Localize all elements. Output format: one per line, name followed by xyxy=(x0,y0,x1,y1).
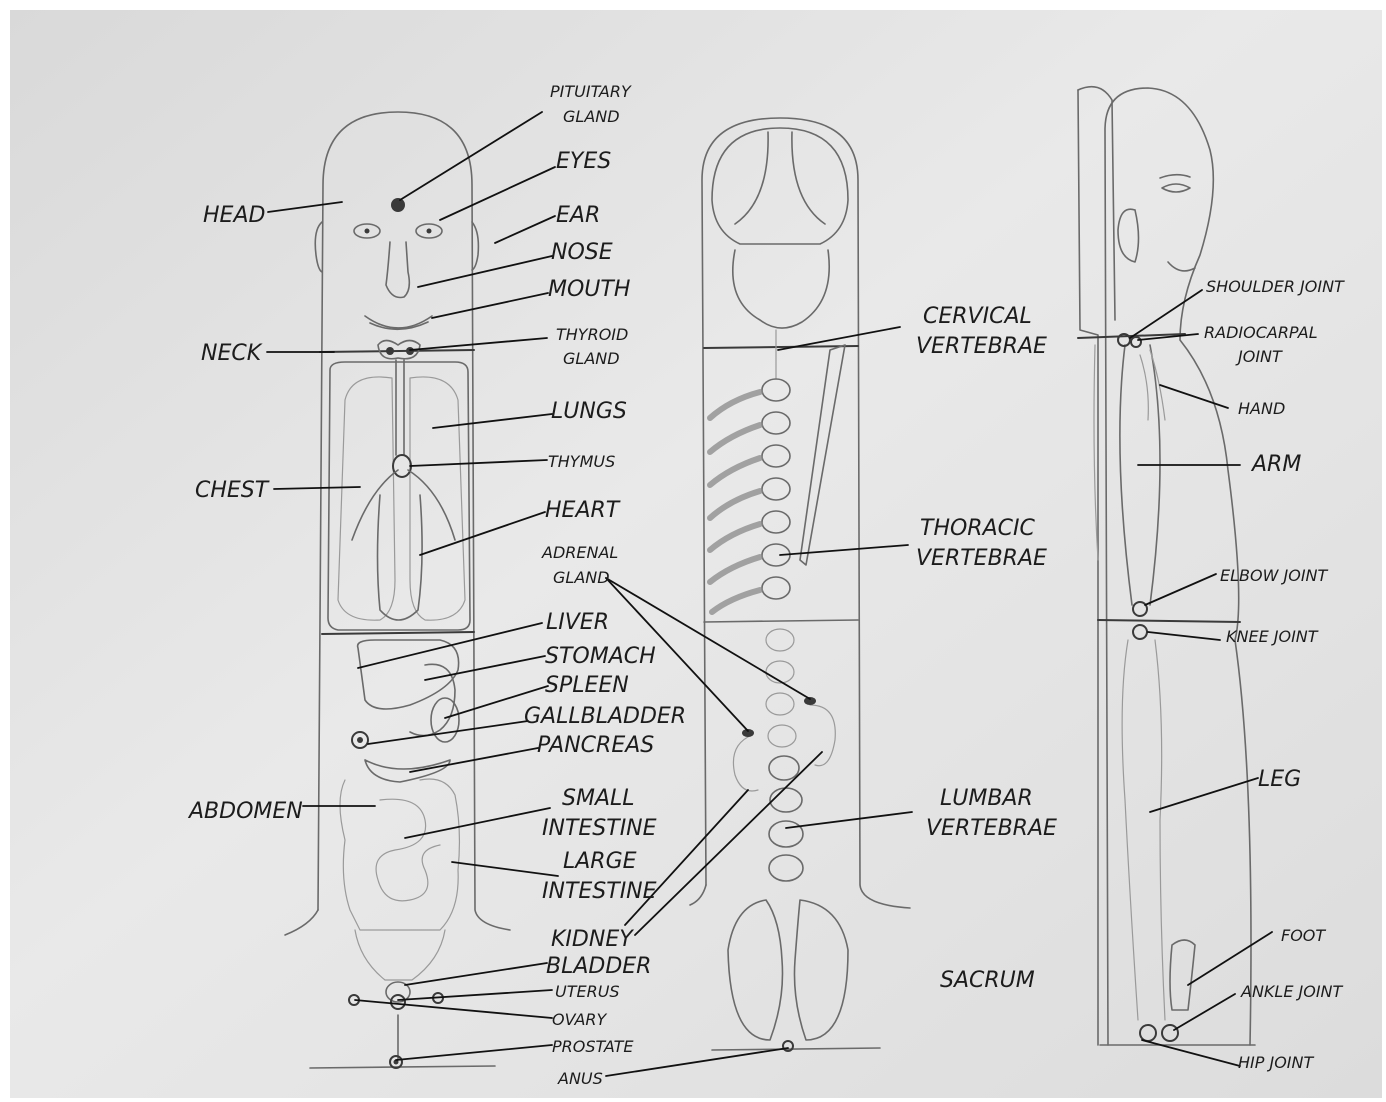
label-stomach: STOMACH xyxy=(545,644,656,669)
label-spleen: SPLEEN xyxy=(545,673,629,698)
label-arm: ARM xyxy=(1250,452,1301,477)
label-prostate: PROSTATE xyxy=(552,1037,634,1056)
label-adrenal-line1: ADRENAL xyxy=(541,543,618,562)
label-small-intestine-line2: INTESTINE xyxy=(542,816,657,841)
label-thoracic-line1: THORACIC xyxy=(920,516,1035,541)
label-eyes: EYES xyxy=(556,149,611,174)
label-nose: NOSE xyxy=(551,240,613,265)
label-kidney: KIDNEY xyxy=(551,927,634,952)
label-large-intestine-line1: LARGE xyxy=(563,849,637,874)
label-gallbladder: GALLBLADDER xyxy=(524,704,686,729)
label-lumbar-line2: VERTEBRAE xyxy=(926,816,1057,841)
label-foot: FOOT xyxy=(1281,926,1326,945)
label-pituitary-line1: PITUITARY xyxy=(550,82,632,101)
label-cervical-line1: CERVICAL xyxy=(923,304,1032,329)
label-neck: NECK xyxy=(201,341,263,366)
label-chest: CHEST xyxy=(195,478,270,503)
label-knee-joint: KNEE JOINT xyxy=(1226,627,1319,646)
front-right-pupil xyxy=(427,229,432,234)
label-uterus: UTERUS xyxy=(555,982,620,1001)
thyroid-right-lobe xyxy=(406,347,414,355)
label-lumbar-line1: LUMBAR xyxy=(940,786,1033,811)
label-thoracic-line2: VERTEBRAE xyxy=(916,546,1047,571)
label-hip-joint: HIP JOINT xyxy=(1238,1053,1314,1072)
label-liver: LIVER xyxy=(546,610,609,635)
label-lungs: LUNGS xyxy=(551,399,627,424)
label-abdomen: ABDOMEN xyxy=(187,799,303,824)
label-radiocarpal-line2: JOINT xyxy=(1235,347,1283,366)
label-sacrum: SACRUM xyxy=(940,968,1035,993)
label-radiocarpal-line1: RADIOCARPAL xyxy=(1204,323,1318,342)
label-large-intestine-line2: INTESTINE xyxy=(542,879,657,904)
label-anus: ANUS xyxy=(557,1069,603,1088)
label-ear: EAR xyxy=(556,203,600,228)
label-ankle-joint: ANKLE JOINT xyxy=(1240,982,1344,1001)
label-cervical-line2: VERTEBRAE xyxy=(916,334,1047,359)
label-thymus: THYMUS xyxy=(548,452,615,471)
front-left-pupil xyxy=(365,229,370,234)
label-heart: HEART xyxy=(545,498,621,523)
label-bladder: BLADDER xyxy=(546,954,651,979)
label-hand: HAND xyxy=(1238,399,1285,418)
label-mouth: MOUTH xyxy=(548,277,630,302)
label-thyroid-line1: THYROID xyxy=(556,325,628,344)
gallbladder-center xyxy=(357,737,363,743)
label-thyroid-line2: GLAND xyxy=(563,349,620,368)
label-pituitary-line2: GLAND xyxy=(563,107,620,126)
pituitary-gland-mark xyxy=(391,198,405,212)
label-small-intestine-line1: SMALL xyxy=(562,786,635,811)
paper-sheet xyxy=(10,10,1382,1098)
label-shoulder-joint: SHOULDER JOINT xyxy=(1206,277,1345,296)
label-adrenal-line2: GLAND xyxy=(553,568,610,587)
label-pancreas: PANCREAS xyxy=(537,733,654,758)
label-elbow-joint: ELBOW JOINT xyxy=(1220,566,1329,585)
label-ovary: OVARY xyxy=(552,1010,608,1029)
thyroid-left-lobe xyxy=(386,347,394,355)
label-leg: LEG xyxy=(1258,767,1301,792)
label-head: HEAD xyxy=(203,203,265,228)
